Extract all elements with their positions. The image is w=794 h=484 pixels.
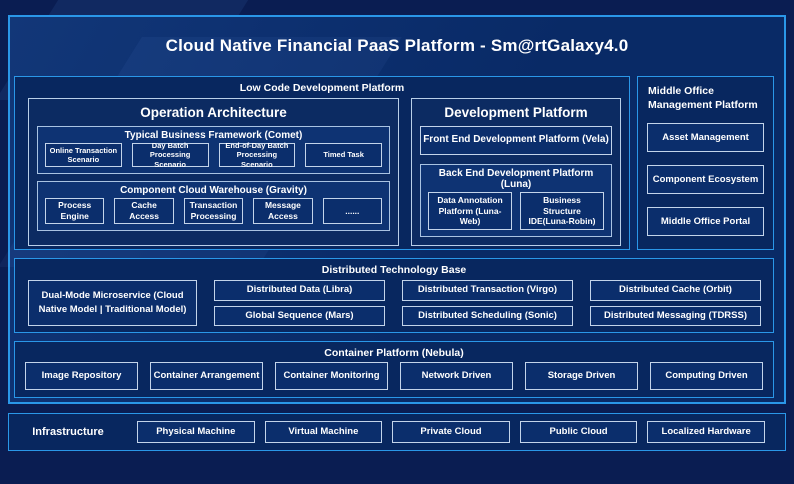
node-network-driven: Network Driven bbox=[400, 362, 513, 390]
node-data-annotation-platform: Data Annotation Platform (Luna-Web) bbox=[428, 192, 512, 230]
section-infrastructure: Infrastructure Physical Machine Virtual … bbox=[8, 413, 786, 451]
back-end-development-platform-panel: Back End Development Platform (Luna) Dat… bbox=[420, 164, 612, 237]
node-distributed-messaging: Distributed Messaging (TDRSS) bbox=[590, 305, 761, 326]
back-end-development-platform-label: Back End Development Platform (Luna) bbox=[438, 168, 594, 190]
node-end-of-day-batch-processing-scenario: End-of-Day Batch Processing Scenario bbox=[218, 141, 296, 169]
node-ellipsis: ...... bbox=[322, 198, 383, 224]
node-business-structure-ide: Business Structure IDE(Luna-Robin) bbox=[520, 192, 604, 230]
container-platform-label: Container Platform (Nebula) bbox=[324, 347, 464, 359]
node-image-repository: Image Repository bbox=[25, 362, 138, 390]
development-platform-title: Development Platform bbox=[444, 105, 588, 120]
component-cloud-warehouse-row: Process Engine Cache Access Transaction … bbox=[38, 198, 389, 230]
node-global-sequence: Global Sequence (Mars) bbox=[214, 305, 385, 326]
node-distributed-scheduling: Distributed Scheduling (Sonic) bbox=[402, 305, 573, 326]
node-component-ecosystem: Component Ecosystem bbox=[647, 165, 764, 195]
node-cache-access: Cache Access bbox=[114, 198, 174, 224]
container-platform-row: Image Repository Container Arrangement C… bbox=[15, 359, 773, 397]
distributed-technology-base-label: Distributed Technology Base bbox=[321, 264, 467, 276]
page-title: Cloud Native Financial PaaS Platform - S… bbox=[165, 36, 629, 55]
node-asset-management: Asset Management bbox=[647, 123, 764, 153]
typical-business-framework-panel: Typical Business Framework (Comet) Onlin… bbox=[37, 126, 390, 174]
section-container-platform: Container Platform (Nebula) Image Reposi… bbox=[14, 341, 774, 398]
development-platform-box: Development Platform Front End Developme… bbox=[411, 98, 621, 246]
component-cloud-warehouse-label: Component Cloud Warehouse (Gravity) bbox=[120, 185, 307, 196]
section-low-code-development-platform: Low Code Development Platform Operation … bbox=[14, 76, 630, 250]
infrastructure-label: Infrastructure bbox=[32, 426, 104, 438]
distributed-column-3: Distributed Cache (Orbit) Distributed Me… bbox=[590, 280, 761, 326]
node-distributed-transaction: Distributed Transaction (Virgo) bbox=[402, 280, 573, 301]
operation-architecture-title: Operation Architecture bbox=[140, 105, 287, 120]
typical-business-framework-row: Online Transaction Scenario Day Batch Pr… bbox=[38, 141, 389, 173]
distributed-body: Dual-Mode Microservice (Cloud Native Mod… bbox=[15, 276, 773, 332]
operation-architecture-box: Operation Architecture Typical Business … bbox=[28, 98, 399, 246]
node-physical-machine: Physical Machine bbox=[137, 421, 255, 443]
middle-office-items: Asset Management Component Ecosystem Mid… bbox=[638, 112, 773, 249]
section-middle-office-management-platform: Middle Office Management Platform Asset … bbox=[637, 76, 774, 250]
node-process-engine: Process Engine bbox=[45, 198, 105, 224]
node-front-end-development-platform: Front End Development Platform (Vela) bbox=[420, 126, 612, 155]
node-middle-office-portal: Middle Office Portal bbox=[647, 207, 764, 236]
node-private-cloud: Private Cloud bbox=[392, 421, 510, 443]
node-distributed-cache: Distributed Cache (Orbit) bbox=[590, 280, 761, 301]
node-distributed-data: Distributed Data (Libra) bbox=[214, 280, 385, 301]
distributed-column-2: Distributed Transaction (Virgo) Distribu… bbox=[402, 280, 573, 326]
low-code-label: Low Code Development Platform bbox=[239, 82, 405, 94]
main-frame: Cloud Native Financial PaaS Platform - S… bbox=[0, 15, 786, 404]
node-dual-mode-microservice: Dual-Mode Microservice (Cloud Native Mod… bbox=[28, 280, 197, 326]
node-online-transaction-scenario: Online Transaction Scenario bbox=[45, 143, 122, 167]
node-day-batch-processing-scenario: Day Batch Processing Scenario bbox=[131, 141, 209, 169]
node-virtual-machine: Virtual Machine bbox=[264, 421, 383, 443]
typical-business-framework-label: Typical Business Framework (Comet) bbox=[124, 130, 303, 141]
back-end-row: Data Annotation Platform (Luna-Web) Busi… bbox=[421, 192, 611, 236]
node-container-arrangement: Container Arrangement bbox=[150, 362, 263, 390]
node-computing-driven: Computing Driven bbox=[650, 362, 763, 390]
low-code-body: Operation Architecture Typical Business … bbox=[15, 94, 629, 256]
node-timed-task: Timed Task bbox=[305, 143, 382, 167]
node-localized-hardware: Localized Hardware bbox=[647, 421, 765, 443]
node-public-cloud: Public Cloud bbox=[519, 421, 638, 443]
middle-office-label: Middle Office Management Platform bbox=[648, 85, 758, 111]
node-container-monitoring: Container Monitoring bbox=[275, 362, 388, 390]
component-cloud-warehouse-panel: Component Cloud Warehouse (Gravity) Proc… bbox=[37, 181, 390, 231]
section-distributed-technology-base: Distributed Technology Base Dual-Mode Mi… bbox=[14, 258, 774, 333]
distributed-column-1: Distributed Data (Libra) Global Sequence… bbox=[214, 280, 385, 326]
node-message-access: Message Access bbox=[253, 198, 313, 224]
node-storage-driven: Storage Driven bbox=[525, 362, 638, 390]
node-transaction-processing: Transaction Processing bbox=[183, 198, 244, 224]
